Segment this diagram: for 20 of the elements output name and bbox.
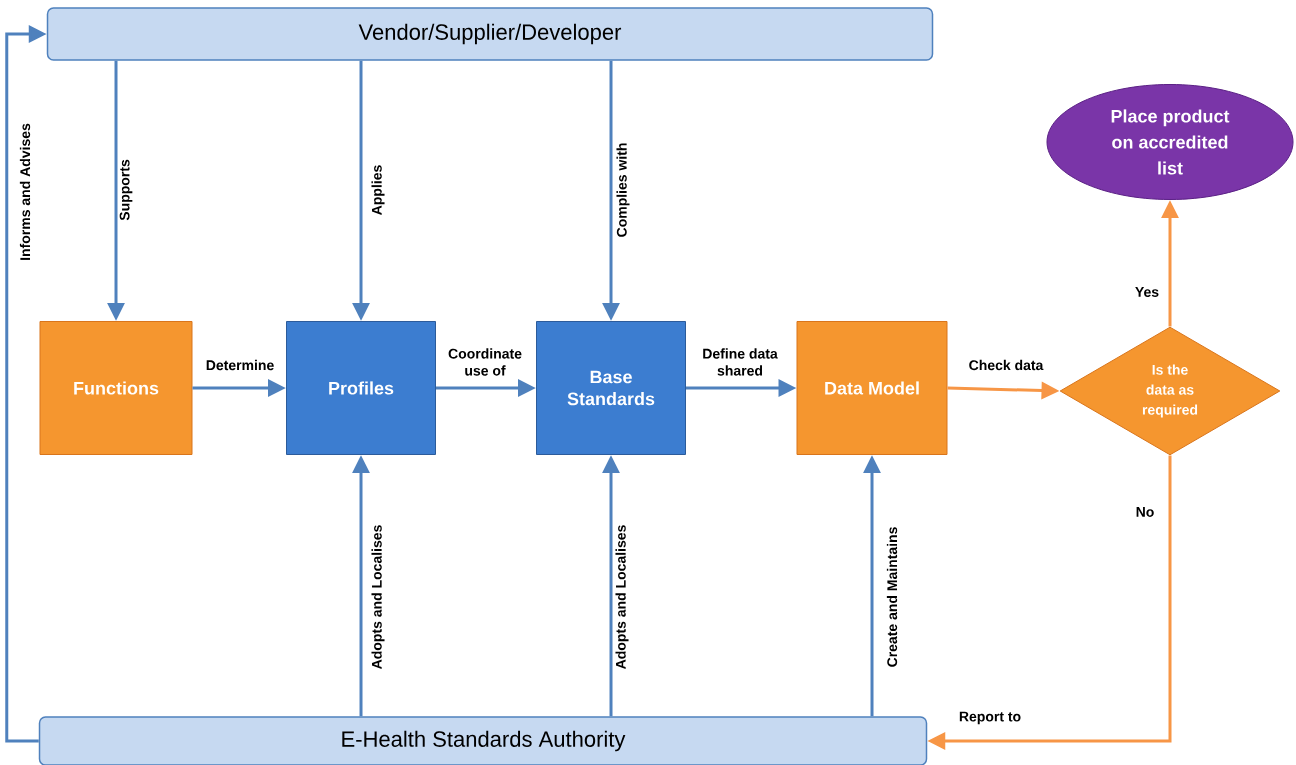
edge-label: No (1134, 506, 1156, 518)
edge-label: Supports (118, 158, 134, 222)
edge-label: Yes (1133, 286, 1161, 298)
edge-label: Determine (204, 358, 276, 372)
organization-band: Vendor/Supplier/Developer (46, 7, 934, 61)
edge-label: Define data shared (691, 347, 789, 377)
edge-label: Coordinate use of (436, 347, 534, 377)
edge-label: Create and Maintains (885, 525, 899, 669)
process-box: Profiles (286, 321, 436, 455)
organization-band: E-Health Standards Authority (38, 716, 928, 765)
note-text: Report to (957, 710, 1023, 726)
process-box: Data Model (796, 321, 948, 455)
edge-label: Adopts and Localises (614, 523, 630, 671)
edge-label: Adopts and Localises (370, 523, 386, 671)
edge-label: Applies (370, 163, 386, 217)
edge-label: Complies with (615, 141, 631, 239)
process-box: Base Standards (536, 321, 686, 455)
process-box: Functions (39, 321, 193, 455)
edge-label: Check data (967, 358, 1045, 372)
edge-label: Informs and Advises (18, 122, 32, 262)
